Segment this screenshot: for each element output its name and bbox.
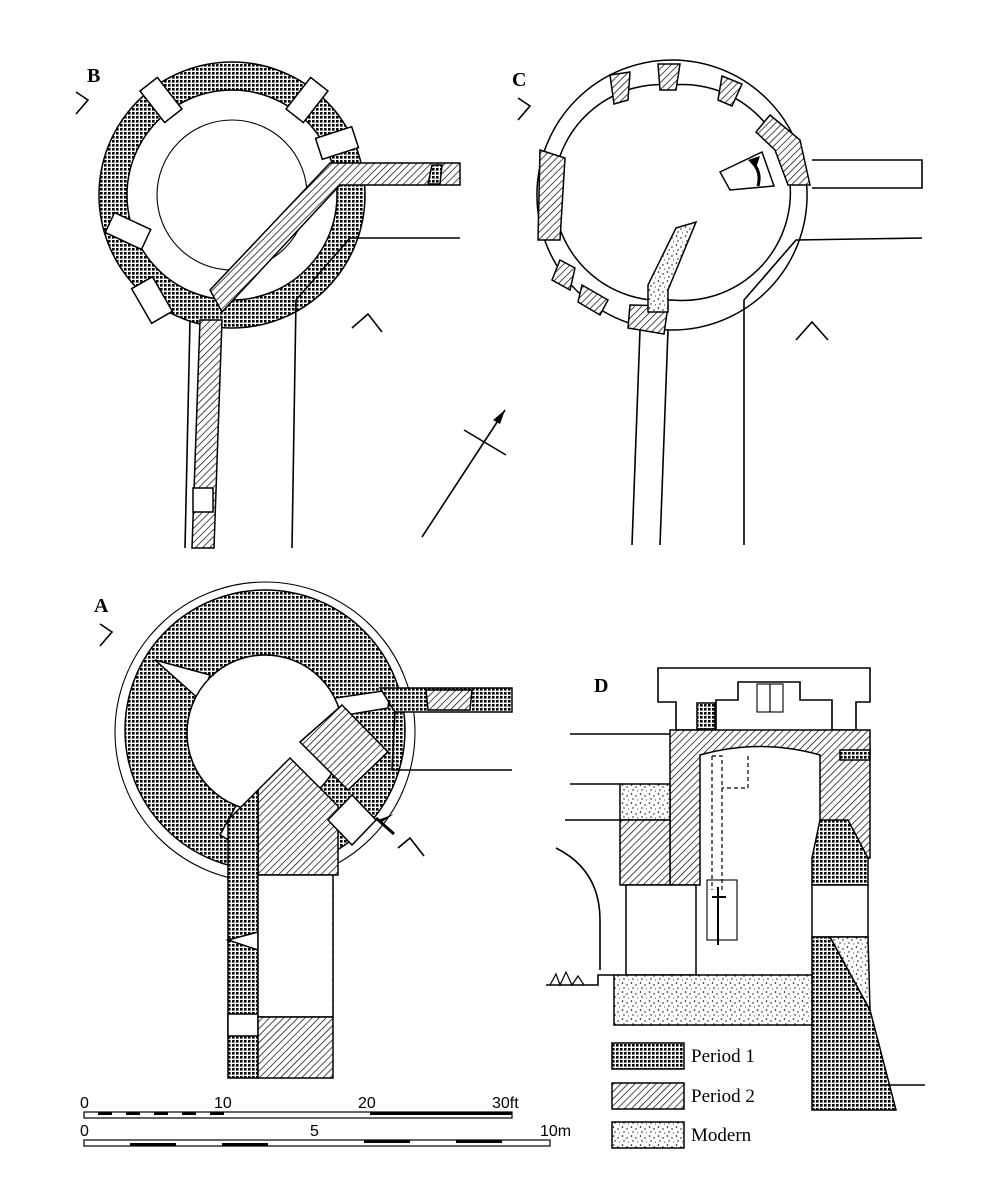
- section-mark: [397, 836, 425, 857]
- plan-b: B: [75, 61, 507, 549]
- modern-infill-d: [619, 783, 671, 821]
- entrance-arrow-shaft-icon: [375, 816, 395, 836]
- section-mark-c: [517, 97, 532, 121]
- interior-room-a: [257, 874, 334, 1018]
- panel-label-d: D: [594, 675, 608, 697]
- hidden-stair: [711, 755, 749, 890]
- section-mark: [795, 320, 829, 341]
- curtain-inner-outline-a: [391, 711, 512, 771]
- scale-bar-metres: [83, 1139, 551, 1147]
- panel-label-b: B: [87, 65, 100, 87]
- ring-segment-period2: [754, 113, 811, 186]
- panel-label-c: C: [512, 69, 526, 91]
- west-wall-period2-b: [191, 319, 223, 549]
- legend-label-period2: Period 2: [691, 1086, 755, 1107]
- arch-outline-d: [555, 847, 601, 970]
- south-wall-period2-a: [257, 1016, 334, 1079]
- modern-infill-c: [647, 220, 698, 313]
- ring-segment-period2: [717, 74, 744, 107]
- legend-swatch-period1: [611, 1042, 685, 1070]
- curtain-patch-period2: [425, 689, 473, 711]
- period1-patch: [839, 749, 871, 761]
- plan-a: A: [94, 581, 513, 1079]
- curtain-wall-c: [812, 159, 923, 189]
- cross-slit-icon: [712, 887, 726, 945]
- left-room-d: [625, 884, 697, 976]
- section-mark-b: [75, 91, 90, 115]
- left-wall-period2-d: [619, 819, 671, 886]
- window-opening: [284, 76, 330, 124]
- scale-metres-5: 5: [310, 1123, 319, 1140]
- window-opening: [130, 275, 174, 325]
- section-mark: [351, 312, 383, 333]
- section-mark-a: [99, 623, 114, 647]
- inner-outline-b: [291, 237, 460, 549]
- scale-bar-feet: [83, 1111, 513, 1119]
- legend-swatch-modern: [611, 1121, 685, 1149]
- legend: Period 1 Period 2 Modern: [611, 1042, 755, 1149]
- ring-segment-period2: [551, 258, 576, 292]
- stair-arrow-head-icon: [748, 156, 760, 168]
- ring-segment-period2: [577, 283, 610, 317]
- outer-outline-c: [631, 329, 641, 546]
- window-opening: [227, 1013, 259, 1037]
- window-opening: [138, 76, 184, 124]
- plan-c: C: [512, 59, 923, 546]
- ring-segment-period2: [537, 148, 566, 241]
- merlon-period1: [696, 702, 716, 730]
- entrance-block-period2: [298, 703, 390, 792]
- parapet-d: [657, 667, 871, 731]
- scale-feet-10: 10: [214, 1095, 232, 1112]
- foundation-modern-d: [613, 974, 813, 1026]
- loop-period1: [427, 164, 443, 185]
- scale-metres-10: 10m: [540, 1123, 571, 1140]
- scale-feet-30: 30ft: [492, 1095, 519, 1112]
- north-arrow-head-icon: [493, 410, 505, 424]
- entrance-arrow-icon: [378, 814, 394, 832]
- window-opening: [314, 125, 360, 161]
- buttress-period1-d: [811, 936, 897, 1111]
- inner-outline-c: [743, 237, 923, 545]
- cross-slit-frame: [706, 879, 738, 941]
- panel-label-a: A: [94, 595, 109, 617]
- ring-segment-period2: [609, 71, 631, 105]
- section-d: D: [546, 667, 925, 1111]
- legend-label-modern: Modern: [691, 1125, 752, 1146]
- inner-wall-line-c: [659, 329, 669, 546]
- scale-feet-20: 20: [358, 1095, 376, 1112]
- opening-d: [811, 884, 869, 938]
- stair-c: [718, 150, 776, 191]
- scale-feet-0: 0: [80, 1095, 89, 1112]
- window-opening: [192, 487, 214, 513]
- grass-icon: [549, 970, 585, 987]
- modern-patch-d: [828, 936, 871, 1011]
- scale-bars: 0 10 20 30ft 0 5 10m: [80, 1095, 571, 1147]
- outer-outline-b: [184, 319, 191, 549]
- ring-segment-period2: [657, 63, 681, 91]
- tower-wall-c: [536, 59, 808, 331]
- inner-chamber-b: [156, 119, 308, 271]
- scale-metres-0: 0: [80, 1123, 89, 1140]
- legend-label-period1: Period 1: [691, 1046, 755, 1067]
- legend-swatch-period2: [611, 1082, 685, 1110]
- north-arrow-icon: [421, 409, 506, 538]
- window-opening: [104, 211, 152, 251]
- north-arrow-crossbar-icon: [463, 429, 507, 456]
